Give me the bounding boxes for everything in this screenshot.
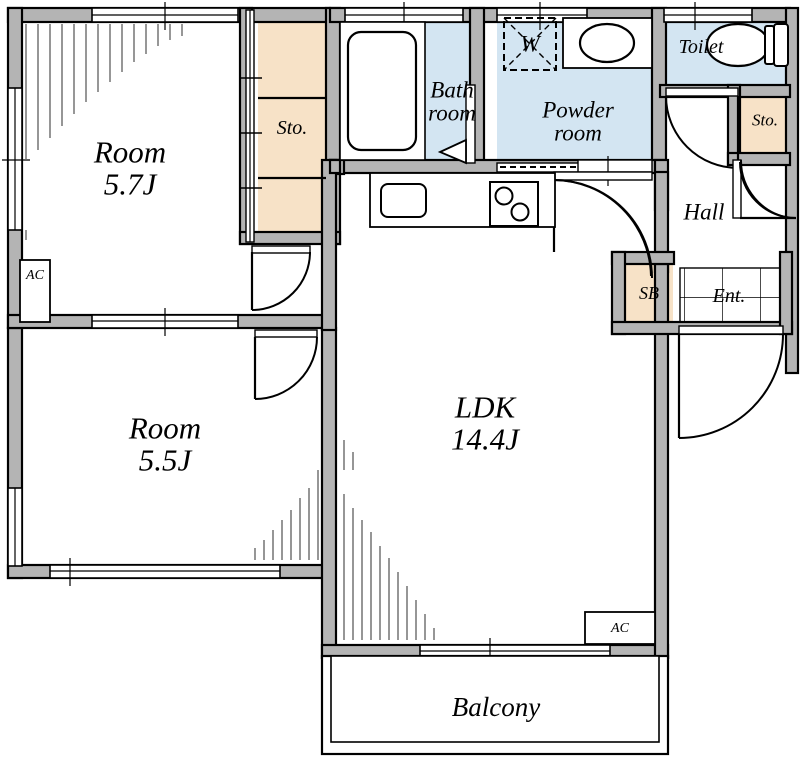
wall-entrance-right (778, 250, 794, 336)
corner-shading (25, 24, 435, 640)
vanity-sink-icon (578, 22, 636, 64)
door-entrance (677, 325, 784, 439)
door-room57 (250, 245, 311, 311)
closet-doors-room57 (240, 9, 326, 243)
toilet-fixture-icon (705, 22, 789, 68)
wall-ldk-upper-left (320, 158, 338, 332)
hatch-room57 (25, 24, 183, 160)
balcony-outline (320, 654, 670, 756)
storage-hall-fill (740, 95, 790, 157)
openings (2, 2, 753, 666)
wall-ldk-left (320, 326, 338, 660)
slider-powder-kitchen (496, 156, 653, 186)
kitchen-stove-icon (489, 181, 539, 227)
storage-bedroom-fill (258, 10, 326, 242)
door-room55 (253, 329, 318, 400)
hatch-ldk-upper (343, 440, 354, 470)
door-bathroom (437, 84, 476, 165)
kitchen-sink-icon (380, 183, 427, 218)
hatch-room55 (254, 470, 319, 560)
entrance-tile-fill (680, 268, 783, 324)
washer-slot-icon (503, 17, 557, 71)
ac-room57-box (19, 259, 51, 323)
fixtures (19, 17, 789, 645)
bathtub-inner (346, 30, 418, 152)
door-sto-hall (732, 159, 797, 220)
ac-ldk-box (584, 611, 656, 645)
door-toilet (665, 87, 740, 169)
wall-storage-bottom (238, 230, 342, 246)
wall-sto-hall-bottom (726, 151, 792, 167)
swing-doors (250, 84, 797, 439)
hatch-ldk-left-strip (343, 494, 435, 640)
wall-nub-kitchen (328, 158, 342, 175)
